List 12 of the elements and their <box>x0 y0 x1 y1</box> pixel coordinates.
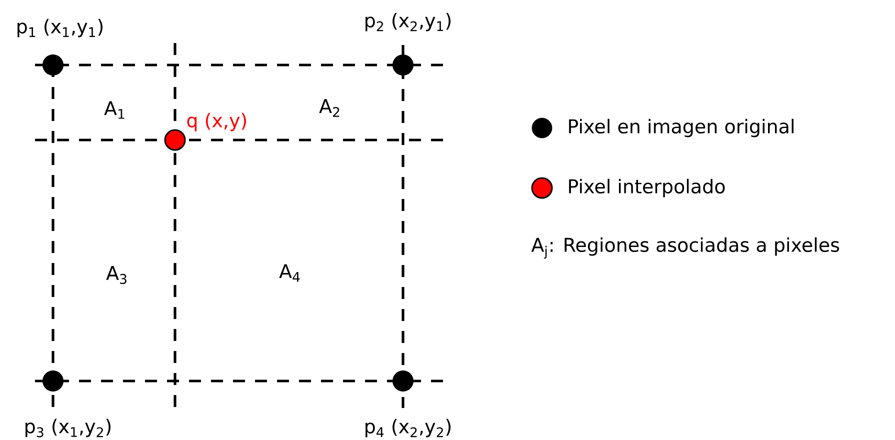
point-label: q (x,y) <box>187 112 246 132</box>
legend-text: Pixel en imagen original <box>569 118 794 138</box>
region-label: A$_{2}$ <box>319 99 340 117</box>
point-label: p$_{4}$ (x$_{2}$,y$_{2}$) <box>366 418 451 438</box>
point-label: p$_{3}$ (x$_{1}$,y$_{2}$) <box>26 418 111 438</box>
point-label: p$_{2}$ (x$_{2}$,y$_{1}$) <box>366 12 451 32</box>
region-label: A$_{1}$ <box>104 101 124 119</box>
region-label: A$_{4}$ <box>279 264 300 282</box>
legend-note: A$_{j}$: Regiones asociadas a pixeles <box>531 237 840 259</box>
point-label: p$_{1}$ (x$_{1}$,y$_{1}$) <box>18 18 103 38</box>
region-label: A$_{3}$ <box>106 266 126 284</box>
legend-text: Pixel interpolado <box>569 178 725 198</box>
